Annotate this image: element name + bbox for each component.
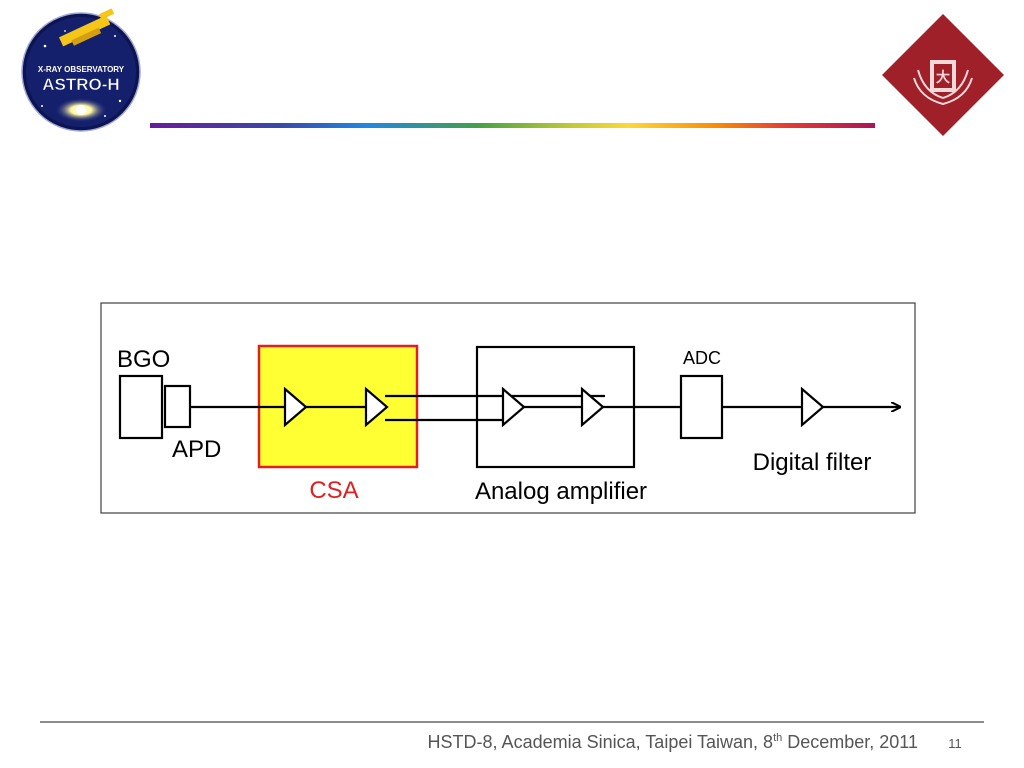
footer-text-main: HSTD-8, Academia Sinica, Taipei Taiwan, … bbox=[427, 732, 774, 752]
csa-amplifier-1 bbox=[283, 386, 308, 428]
digital-filter-label: Digital filter bbox=[753, 449, 872, 476]
title-divider-rainbow bbox=[150, 123, 875, 128]
astro-h-mission-logo: X-RAY OBSERVATORY ASTRO-H bbox=[21, 8, 141, 132]
csa-label: CSA bbox=[309, 477, 358, 504]
bgo-label: BGO bbox=[117, 346, 170, 373]
footer-rule bbox=[40, 721, 984, 723]
svg-text:大: 大 bbox=[936, 69, 950, 86]
footer-text-sup: th bbox=[773, 732, 783, 744]
university-emblem-icon: 大 bbox=[882, 14, 1004, 136]
adc-block bbox=[679, 374, 724, 440]
footer-citation: HSTD-8, Academia Sinica, Taipei Taiwan, … bbox=[340, 732, 918, 753]
bgo-crystal bbox=[118, 374, 164, 440]
analog-amplifier-label: Analog amplifier bbox=[475, 478, 647, 505]
footer-text-date: December, 2011 bbox=[782, 732, 918, 752]
apd-device bbox=[163, 384, 192, 429]
page-number: 11 bbox=[948, 736, 962, 751]
csa-amplifier-2 bbox=[364, 386, 389, 428]
logo-title: ASTRO-H bbox=[42, 75, 119, 94]
apd-label: APD bbox=[172, 436, 221, 463]
analog-amplifier-1 bbox=[501, 386, 526, 428]
digital-filter-stage bbox=[800, 386, 825, 428]
analog-amplifier-2 bbox=[580, 386, 605, 428]
adc-label: ADC bbox=[683, 348, 721, 368]
logo-subtitle: X-RAY OBSERVATORY bbox=[38, 65, 125, 74]
